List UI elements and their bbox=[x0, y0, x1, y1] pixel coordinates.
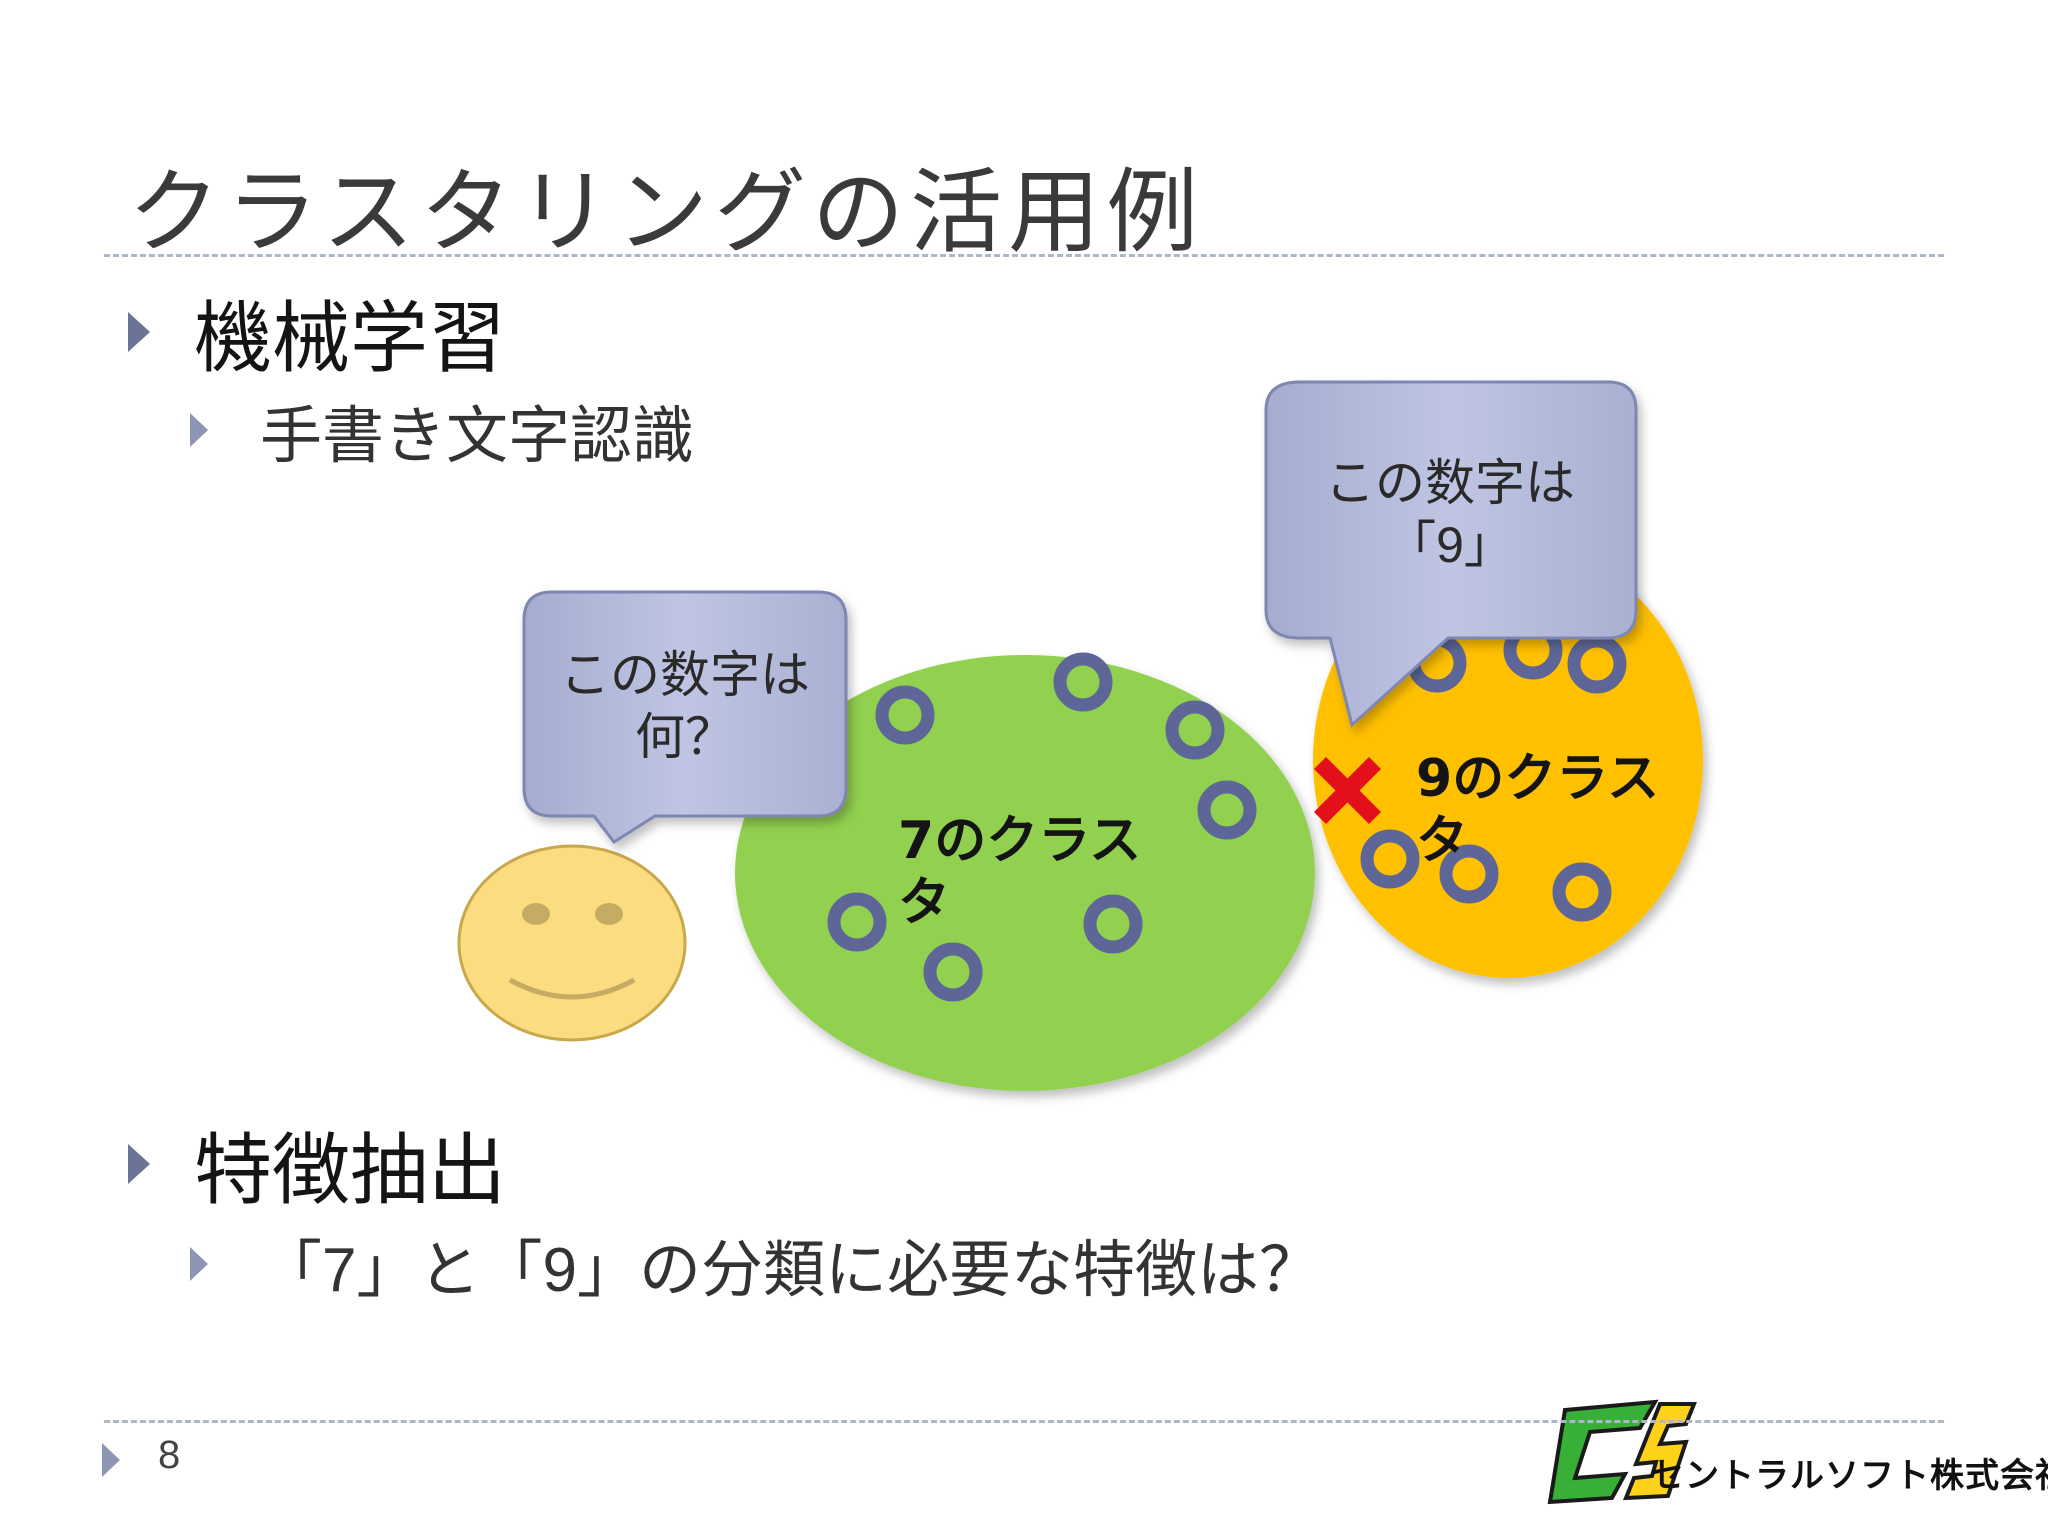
cluster-7-point bbox=[1053, 652, 1113, 712]
cluster-9-digit: 9 bbox=[1416, 749, 1453, 809]
digit-nine: 9 bbox=[542, 1236, 577, 1305]
cluster-7-point bbox=[1165, 700, 1225, 760]
cluster-7-digit: 7 bbox=[898, 811, 935, 871]
cluster-9-point bbox=[1439, 844, 1499, 904]
bullet-arrow-icon bbox=[190, 413, 208, 447]
cluster-7-point bbox=[827, 892, 887, 952]
callout-answer-text: この数字は 「9」 bbox=[1290, 452, 1610, 576]
title-divider bbox=[104, 254, 1944, 257]
text-part: 「 bbox=[260, 1233, 323, 1306]
digit-seven: 7 bbox=[322, 1236, 357, 1305]
text-part: 」と「 bbox=[356, 1233, 543, 1306]
footer-arrow bbox=[102, 1440, 172, 1480]
cluster-7-label: 7のクラス タ bbox=[898, 810, 1141, 934]
text-part: 」の分類に必要な特徴は？ bbox=[577, 1233, 1322, 1306]
slide-title: クラスタリングの活用例 bbox=[128, 159, 1205, 266]
subbullet-text: 手書き文字認識 bbox=[260, 399, 695, 472]
callout-answer-bracket-open: 「 bbox=[1386, 516, 1437, 574]
speech-bubble-question bbox=[522, 590, 848, 845]
callout-question-line1: この数字は bbox=[560, 646, 810, 704]
bullet-text: 機械学習 bbox=[194, 294, 507, 384]
bullet-machine-learning: 機械学習 bbox=[128, 286, 506, 384]
cluster-7-label-line2: タ bbox=[898, 873, 951, 933]
cluster-9-label-line1: のクラス bbox=[1452, 749, 1660, 809]
cluster-7-point bbox=[875, 685, 935, 745]
subbullet-text: 「7」と「9」の分類に必要な特徴は？ bbox=[260, 1219, 1321, 1309]
bullet-arrow-icon bbox=[128, 1144, 150, 1184]
cluster-7-point bbox=[1083, 894, 1143, 954]
callout-answer-digit: 9 bbox=[1436, 517, 1464, 573]
company-name: セントラルソフト株式会社 bbox=[1650, 1456, 2048, 1496]
cluster-9-label-line2: タ bbox=[1416, 811, 1469, 871]
cluster-9-label: 9のクラス タ bbox=[1416, 748, 1659, 872]
bullet-arrow-icon bbox=[128, 312, 150, 352]
speech-bubble-answer bbox=[1264, 380, 1638, 728]
subbullet-handwriting-recognition: 手書き文字認識 bbox=[190, 392, 694, 472]
cluster-7-point bbox=[1197, 780, 1257, 840]
cluster-9-point bbox=[1567, 634, 1627, 694]
page-number: 8 bbox=[158, 1433, 181, 1477]
callout-question-line2: 何？ bbox=[635, 708, 735, 766]
bullet-feature-extraction: 特徴抽出 bbox=[128, 1118, 506, 1216]
smiley-face-icon bbox=[457, 844, 687, 1042]
cross-mark-icon bbox=[1313, 756, 1382, 825]
footer-arrow-icon bbox=[102, 1443, 120, 1477]
callout-answer-bracket-close: 」 bbox=[1463, 516, 1514, 574]
cluster-7-ellipse bbox=[735, 655, 1315, 1091]
cluster-7-label-line1: のクラス bbox=[934, 811, 1142, 871]
company-logo-icon bbox=[1547, 1399, 1697, 1505]
callout-question-text: この数字は 何？ bbox=[540, 644, 830, 768]
subbullet-feature-question: 「7」と「9」の分類に必要な特徴は？ bbox=[190, 1226, 1321, 1306]
cluster-9-point bbox=[1552, 862, 1612, 922]
bullet-arrow-icon bbox=[190, 1247, 208, 1281]
bullet-text: 特徴抽出 bbox=[194, 1126, 507, 1216]
footer-divider bbox=[104, 1420, 1944, 1423]
callout-answer-line1: この数字は bbox=[1325, 454, 1575, 512]
cluster-9-point bbox=[1360, 829, 1420, 889]
cluster-7-point bbox=[923, 942, 983, 1002]
callout-answer-line2: 「9」 bbox=[1290, 514, 1610, 576]
